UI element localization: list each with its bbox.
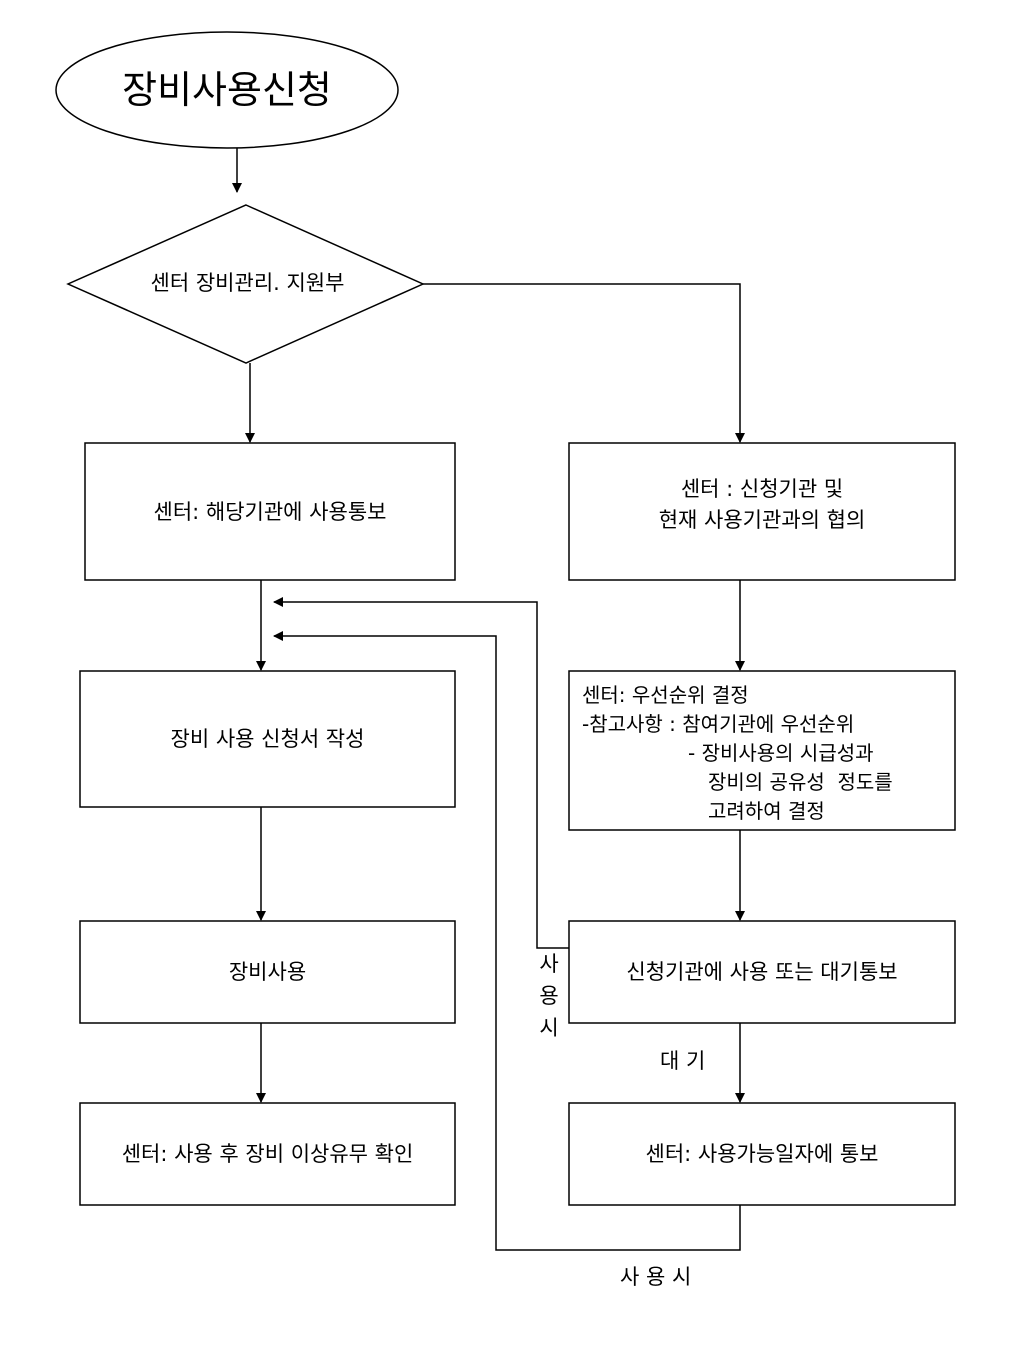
decision-diamond <box>66 204 425 364</box>
start-label: 장비사용신청 <box>122 68 332 112</box>
consult-label-line2: 현재 사용기관과의 협의 <box>658 508 866 532</box>
priority-label-line2: -참고사항 : 참여기관에 우선순위 <box>582 712 855 736</box>
check-after-use-box <box>79 1102 456 1206</box>
priority-label-line4: 장비의 공유성 정도를 <box>708 770 893 794</box>
notify-available-label: 센터: 사용가능일자에 통보 <box>645 1142 879 1166</box>
edge-label-wait: 대 기 <box>660 1049 706 1073</box>
notify-available-box <box>568 1102 956 1206</box>
write-form-label: 장비 사용 신청서 작성 <box>170 727 365 751</box>
notify-wait-label: 신청기관에 사용 또는 대기통보 <box>626 960 898 984</box>
notify-wait-box <box>568 920 956 1024</box>
priority-label-line3: - 장비사용의 시급성과 <box>688 741 874 765</box>
priority-label-line5: 고려하여 결정 <box>708 799 825 823</box>
consult-label-line1: 센터 : 신청기관 및 <box>680 477 844 501</box>
write-form-box <box>79 670 456 808</box>
edge-label-use-char3: 시 <box>539 1016 559 1040</box>
priority-label-line1: 센터: 우선순위 결정 <box>582 683 749 707</box>
line-decision-to-consult <box>423 283 745 443</box>
edge-label-use-char1: 사 <box>539 952 559 976</box>
check-after-use-label: 센터: 사용 후 장비 이상유무 확인 <box>121 1142 414 1166</box>
consult-box <box>568 442 956 581</box>
decision-label: 센터 장비관리. 지원부 <box>150 271 345 295</box>
priority-box <box>568 670 956 831</box>
use-equipment-label: 장비사용 <box>228 960 307 984</box>
feedback-available-to-form <box>273 631 741 1251</box>
notify-usage-box <box>84 442 456 581</box>
feedback-wait-to-form <box>273 597 569 949</box>
notify-usage-label: 센터: 해당기관에 사용통보 <box>153 499 387 524</box>
edge-label-use-char2: 용 <box>539 984 559 1008</box>
edge-label-use-bottom: 사 용 시 <box>620 1265 692 1289</box>
use-equipment-box <box>79 920 456 1024</box>
start-ellipse <box>55 31 399 149</box>
